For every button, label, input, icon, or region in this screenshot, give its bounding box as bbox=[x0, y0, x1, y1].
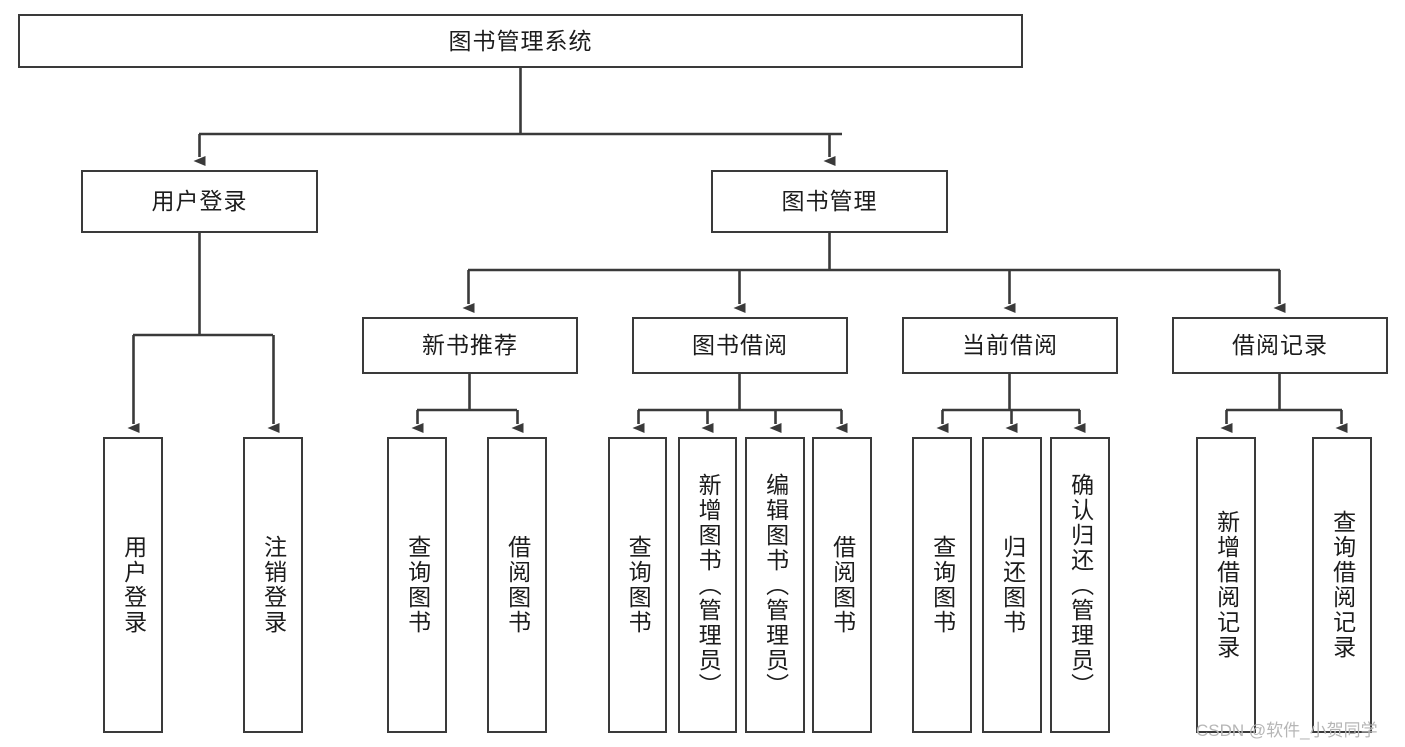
leaf-query-book-current[interactable]: 查询图书 bbox=[912, 437, 972, 733]
node-label: 用户登录 bbox=[120, 535, 147, 635]
node-label: 查询图书 bbox=[404, 535, 431, 635]
node-label: 图书管理 bbox=[781, 188, 878, 215]
leaf-query-book-recommend[interactable]: 查询图书 bbox=[387, 437, 447, 733]
leaf-query-borrow-record[interactable]: 查询借阅记录 bbox=[1312, 437, 1372, 733]
node-label: 借阅图书 bbox=[504, 535, 531, 635]
node-label: 新增借阅记录 bbox=[1213, 510, 1240, 660]
csdn-watermark: CSDN @软件_小贺同学 bbox=[1196, 721, 1378, 740]
leaf-add-book-admin[interactable]: 新增图书（管理员） bbox=[678, 437, 737, 733]
node-label: 查询图书 bbox=[625, 535, 652, 635]
node-label: 新增图书（管理员） bbox=[695, 472, 722, 698]
leaf-confirm-return-admin[interactable]: 确认归还（管理员） bbox=[1050, 437, 1110, 733]
node-book-management[interactable]: 图书管理 bbox=[711, 170, 948, 233]
node-label: 图书管理系统 bbox=[448, 27, 593, 54]
node-label: 用户登录 bbox=[151, 188, 248, 215]
node-label: 借阅图书 bbox=[829, 535, 856, 635]
leaf-query-book-borrow[interactable]: 查询图书 bbox=[608, 437, 667, 733]
node-label: 借阅记录 bbox=[1232, 332, 1328, 359]
node-label: 新书推荐 bbox=[422, 332, 518, 359]
node-label: 图书借阅 bbox=[692, 332, 788, 359]
leaf-add-borrow-record[interactable]: 新增借阅记录 bbox=[1196, 437, 1256, 733]
node-label: 编辑图书（管理员） bbox=[762, 472, 789, 698]
node-label: 确认归还（管理员） bbox=[1067, 472, 1094, 698]
node-root-system[interactable]: 图书管理系统 bbox=[18, 14, 1023, 68]
leaf-return-book[interactable]: 归还图书 bbox=[982, 437, 1042, 733]
node-label: 查询借阅记录 bbox=[1329, 510, 1356, 660]
leaf-borrow-book[interactable]: 借阅图书 bbox=[812, 437, 872, 733]
leaf-edit-book-admin[interactable]: 编辑图书（管理员） bbox=[745, 437, 805, 733]
node-user-login[interactable]: 用户登录 bbox=[81, 170, 318, 233]
node-new-book-recommend[interactable]: 新书推荐 bbox=[362, 317, 578, 374]
node-book-borrow[interactable]: 图书借阅 bbox=[632, 317, 848, 374]
node-label: 注销登录 bbox=[260, 535, 287, 635]
node-label: 当前借阅 bbox=[962, 332, 1058, 359]
node-borrow-records[interactable]: 借阅记录 bbox=[1172, 317, 1388, 374]
node-current-borrow[interactable]: 当前借阅 bbox=[902, 317, 1118, 374]
leaf-user-login[interactable]: 用户登录 bbox=[103, 437, 163, 733]
leaf-borrow-book-recommend[interactable]: 借阅图书 bbox=[487, 437, 547, 733]
node-label: 查询图书 bbox=[929, 535, 956, 635]
node-label: 归还图书 bbox=[999, 535, 1026, 635]
leaf-logout-login[interactable]: 注销登录 bbox=[243, 437, 303, 733]
